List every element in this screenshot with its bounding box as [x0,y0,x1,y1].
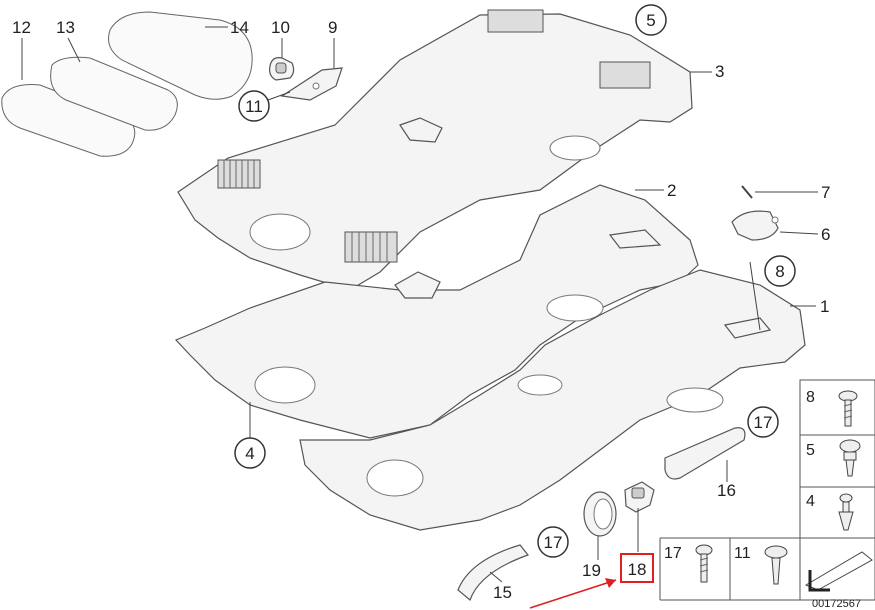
clip-19[interactable] [583,491,617,537]
label-14: 14 [230,18,249,37]
circled-label-4: 4 [234,437,266,469]
svg-text:11: 11 [245,97,263,116]
table-label-5: 5 [806,442,815,459]
screw-8-icon [838,390,858,427]
label-1: 1 [820,297,829,316]
label-16: 16 [717,481,736,500]
label-15: 15 [493,583,512,602]
circled-label-5: 5 [635,4,667,36]
trim-15[interactable] [457,544,529,602]
circled-label-17-bottom: 17 [537,526,569,558]
circled-label-17-right: 17 [747,406,779,438]
red-pointer-arrow [529,578,617,609]
fastener-table: 8 5 4 17 11 [659,379,875,601]
label-9: 9 [328,18,337,37]
leader-lines [21,26,819,583]
table-label-17: 17 [664,545,682,562]
label-19: 19 [582,561,601,580]
table-label-4: 4 [806,493,815,510]
svg-text:18: 18 [628,560,647,579]
label-12: 12 [12,18,31,37]
headliner-3[interactable] [177,9,693,291]
circled-label-8: 8 [764,255,796,287]
circled-label-11: 11 [238,90,270,122]
document-number: 00172567 [812,598,861,610]
headliner-2[interactable] [174,184,699,439]
label-2: 2 [667,181,676,200]
label-10: 10 [271,18,290,37]
svg-text:17: 17 [754,413,773,432]
rivet-5-icon [839,439,861,477]
pin-7[interactable] [741,185,753,199]
screw-17-icon [695,544,713,583]
grab-handle-16[interactable] [664,427,746,480]
clip-18[interactable] [624,481,655,513]
table-label-11: 11 [734,545,751,562]
highlighted-label-18[interactable]: 18 [620,553,654,583]
svg-text:4: 4 [245,444,254,463]
table-label-8: 8 [806,389,815,406]
part-labels: 12 13 14 10 9 3 2 7 6 1 16 19 15 [12,18,830,602]
visor-panel-12[interactable] [1,84,136,157]
label-13: 13 [56,18,75,37]
svg-text:5: 5 [646,11,655,30]
orientation-arrow-icon [804,551,873,592]
visor-panel-14[interactable] [108,11,253,100]
headliner-1[interactable] [299,269,806,531]
label-6: 6 [821,225,830,244]
clip-10[interactable] [269,57,295,81]
label-7: 7 [821,183,830,202]
lamp-cover-6[interactable] [731,210,779,241]
label-3: 3 [715,62,724,81]
svg-text:8: 8 [775,262,784,281]
clip-4-icon [838,493,854,531]
screw-11-icon [764,545,788,585]
bracket-9[interactable] [280,67,343,101]
svg-text:17: 17 [544,533,563,552]
